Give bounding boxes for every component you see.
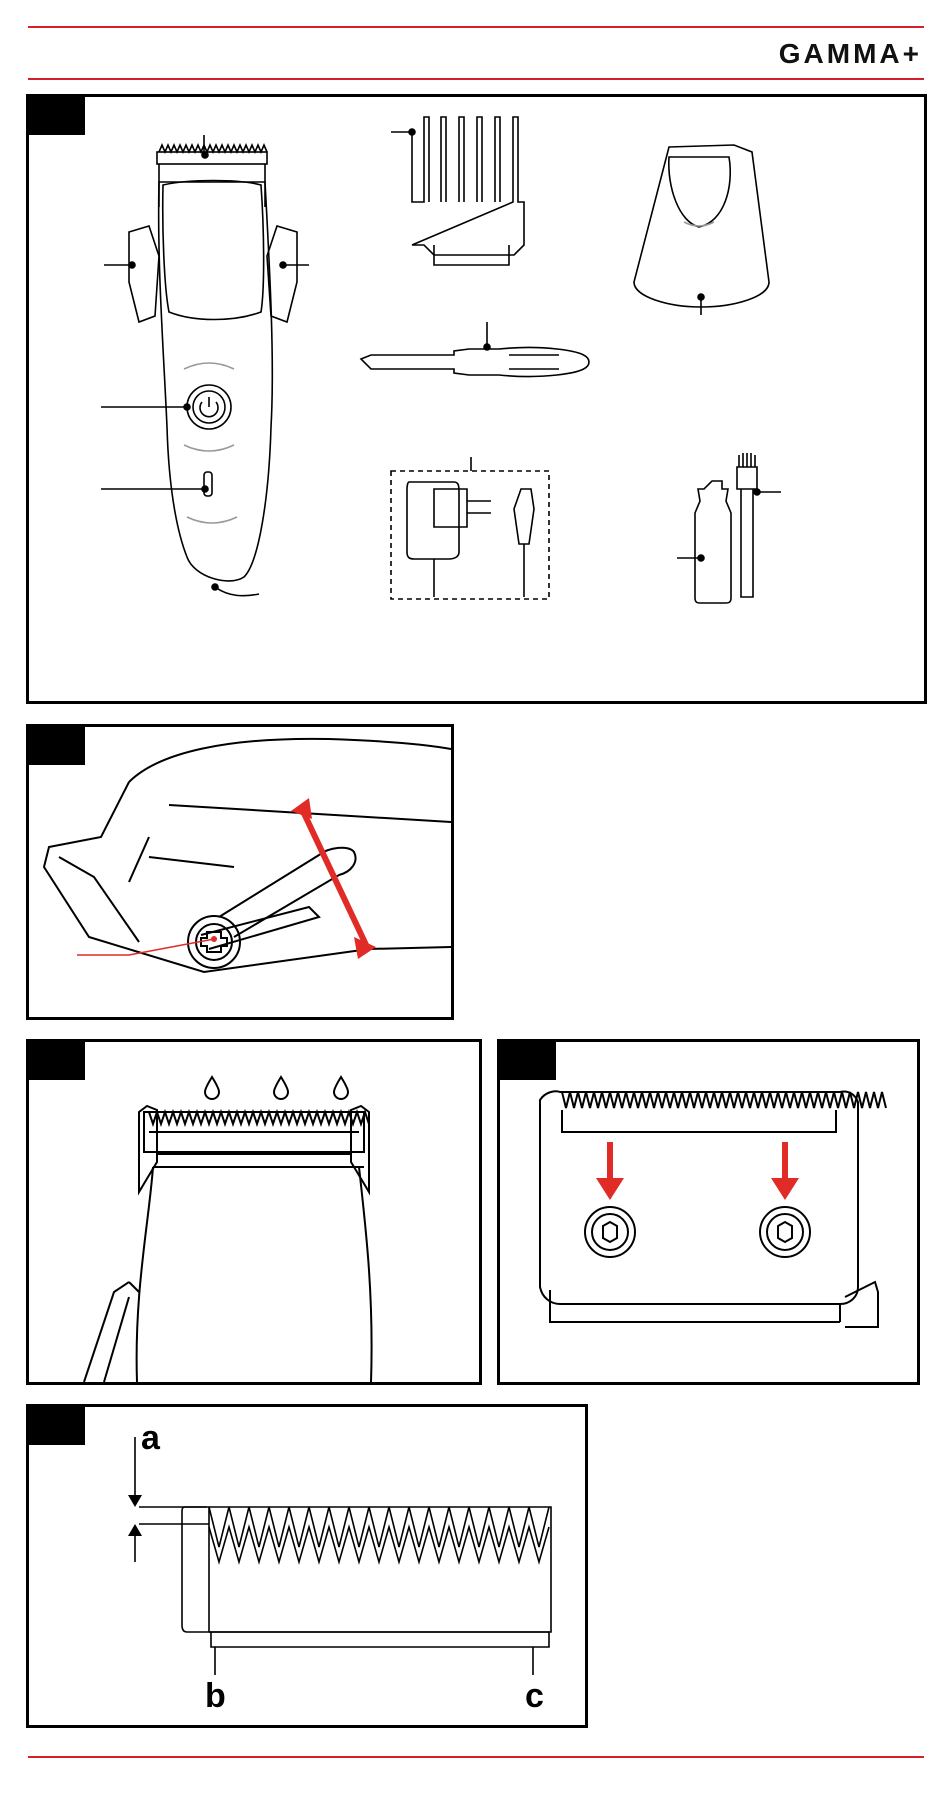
figure-contents-overview (26, 94, 927, 704)
contents-illustration (29, 97, 924, 701)
screw-icon (585, 1207, 810, 1257)
oil-drop-icon (205, 1077, 348, 1099)
label-c: c (525, 1677, 544, 1716)
footer-rule (28, 1756, 924, 1758)
blade-guard-icon (634, 145, 769, 307)
charger-icon (391, 471, 549, 599)
label-b: b (205, 1677, 226, 1716)
label-a: a (141, 1419, 160, 1458)
cleaning-brush-icon (737, 453, 757, 597)
oil-bottle-icon (695, 481, 731, 603)
brand-logo: GAMMA+ (779, 38, 922, 70)
figure-oil-blade (26, 1039, 482, 1385)
blade-alignment-illustration (29, 1407, 585, 1725)
screwdriver-icon (361, 348, 589, 377)
arrow-icon (596, 1142, 799, 1200)
figure-blade-alignment: a b c (26, 1404, 588, 1728)
arrow-icon (291, 798, 376, 959)
blade-screws-illustration (500, 1042, 917, 1382)
taper-lever-illustration (29, 727, 451, 1017)
figure-taper-lever (26, 724, 454, 1020)
oil-blade-illustration (29, 1042, 479, 1382)
comb-guard-icon (412, 117, 524, 265)
header-top-rule (28, 26, 924, 28)
figure-blade-screws (497, 1039, 920, 1385)
clipper-icon (129, 145, 297, 581)
header-bottom-rule (28, 78, 924, 80)
